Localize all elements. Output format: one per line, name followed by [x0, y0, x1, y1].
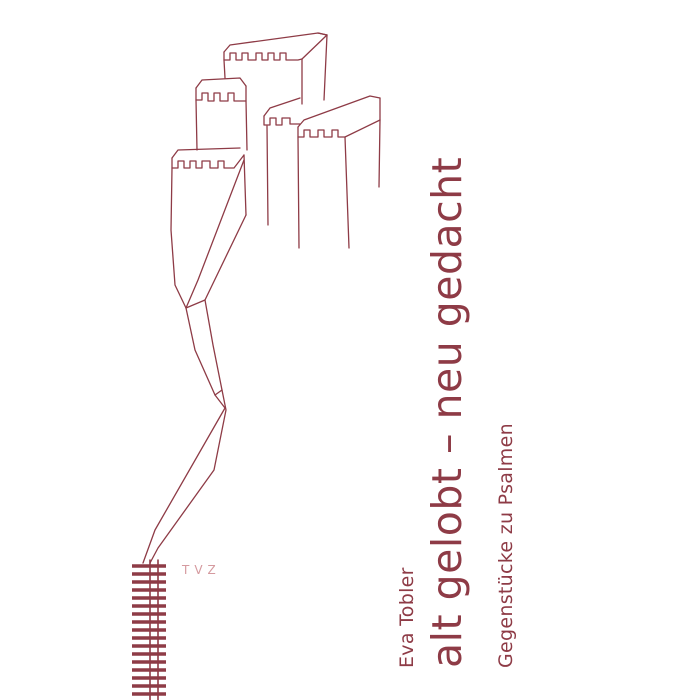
book-title: alt gelobt – neu gedacht	[423, 156, 471, 668]
front-left-tower-outline	[170, 147, 247, 309]
middle-left-tower-outline	[195, 77, 248, 151]
middle-right-tower-outline	[263, 97, 301, 226]
front-right-tower-outline	[297, 95, 381, 249]
descending-wall-path	[142, 159, 247, 564]
publisher-logo-text: TVZ	[182, 563, 221, 577]
rear-tower-outline	[223, 32, 328, 105]
book-subtitle: Gegenstücke zu Psalmen	[495, 423, 517, 668]
author-name: Eva Tobler	[396, 567, 418, 668]
track-rungs	[132, 564, 166, 696]
